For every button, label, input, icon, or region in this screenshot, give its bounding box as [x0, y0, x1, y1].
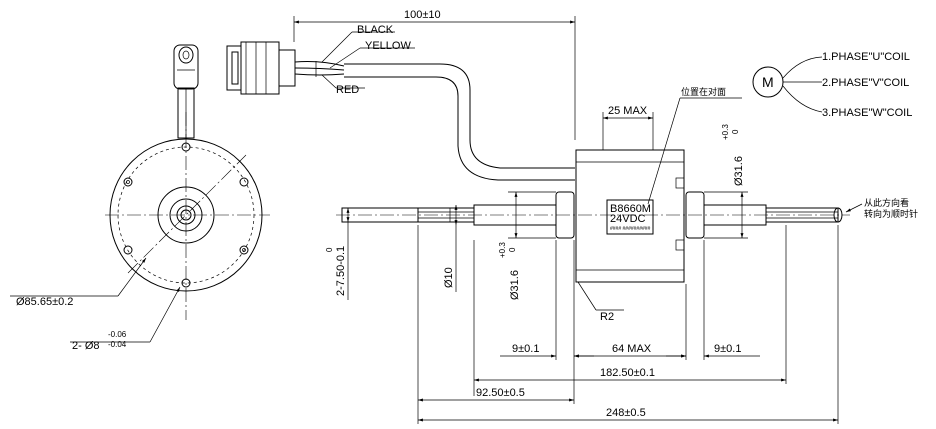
dim-boss-dia-left: Ø31.6 +0.3 0 — [498, 191, 556, 300]
shaft-center — [180, 209, 192, 221]
nameplate-model: B8660M — [610, 203, 651, 215]
dim-25max: 25 MAX — [602, 105, 654, 150]
connector-body — [240, 41, 280, 95]
wire-label-black: BLACK — [357, 24, 394, 36]
dim-boss-len-left: 9±0.1 — [512, 343, 539, 355]
dim-offset-label: 2-7.50-0.1 — [335, 246, 347, 296]
nameplate-voltage: 24VDC — [610, 213, 646, 225]
dim-boss-tol-bot-left: 0 — [508, 247, 517, 252]
horizontal-dimensions: 9±0.1 64 MAX 9±0.1 182.50±0.1 92.50±0.5 … — [417, 225, 839, 424]
dim-shaft-offset: 0 2-7.50-0.1 — [325, 208, 350, 300]
dim-25max-label: 25 MAX — [608, 105, 648, 117]
hole-tolerance-upper: -0.06 — [108, 330, 127, 339]
lead-length-label: 100±10 — [404, 9, 441, 21]
shaft-end — [176, 205, 196, 225]
coil-w-label: 3.PHASE"W"COIL — [822, 107, 912, 119]
hole-tolerance-lower: -0.04 — [108, 340, 127, 349]
mounting-hole — [239, 177, 249, 187]
flange-diameter-label: Ø85.65±0.2 — [16, 296, 73, 308]
nameplate-small: #### ########## — [610, 226, 651, 232]
mounting-hole — [181, 142, 191, 152]
mounting-hole — [123, 177, 133, 187]
end-view: Ø85.65±0.2 2- Ø8 -0.06 -0.04 — [10, 44, 270, 352]
dim-body-len: 64 MAX — [612, 343, 652, 355]
mounting-hole — [239, 245, 249, 255]
mounting-hole — [123, 245, 133, 255]
cable-exit — [173, 44, 199, 139]
dim-offset-tol-top: 0 — [325, 247, 334, 252]
wire-red — [294, 73, 345, 76]
hole-diameter-label: 2- Ø8 — [72, 340, 100, 352]
wiring-schematic: M 1.PHASE"U"COIL 2.PHASE"V"COIL 3.PHASE"… — [752, 51, 912, 119]
dim-mount-span: 182.50±0.1 — [600, 367, 655, 379]
bolt-circle — [117, 146, 255, 284]
shaft-right — [765, 207, 839, 223]
position-note: 位置在对面 — [681, 86, 726, 98]
dim-boss-tol-top-right: +0.3 — [721, 124, 730, 140]
dim-boss-dia-right: Ø31.6 +0.3 0 — [704, 124, 748, 239]
dim-boss-dia-right-label: Ø31.6 — [733, 156, 745, 186]
cable-sheath-bottom — [344, 76, 575, 181]
dim-boss-tol-bot-right: 0 — [731, 129, 740, 134]
radius-label: R2 — [600, 311, 614, 323]
coil-u-label: 1.PHASE"U"COIL — [822, 51, 910, 63]
grommet-hole — [178, 46, 194, 64]
coil-v-label: 2.PHASE"V"COIL — [822, 77, 909, 89]
flange-outline — [109, 138, 263, 292]
dim-total-len: 248±0.5 — [606, 407, 646, 419]
lead-length-dimension: 100±10 — [293, 9, 576, 140]
mounting-holes — [123, 142, 249, 288]
rotation-note: 从此方向看 转向为顺时针 — [845, 197, 918, 220]
dim-half-len: 92.50±0.5 — [476, 387, 525, 399]
boss-left — [555, 191, 575, 239]
dim-shaft-dia-label: Ø10 — [443, 267, 455, 288]
cable-grommet — [173, 44, 199, 90]
dim-boss-dia-left-label: Ø31.6 — [509, 270, 521, 300]
wire-label-yellow: YELLOW — [365, 40, 411, 52]
dim-boss-len-right: 9±0.1 — [714, 343, 741, 355]
hub-inner — [169, 198, 203, 232]
connector-latch — [226, 45, 242, 91]
nameplate — [606, 199, 654, 235]
wire-black — [294, 61, 345, 67]
dim-shaft-dia: Ø10 — [443, 205, 458, 292]
hub-outer — [157, 186, 215, 244]
rotation-note-line1: 从此方向看 — [864, 197, 909, 209]
side-view: B8660M 24VDC #### ########## R2 位置在对面 — [336, 86, 850, 323]
rotation-note-line2: 转向为顺时针 — [864, 208, 918, 220]
cable-sheath-top — [344, 63, 575, 169]
motor-symbol-label: M — [762, 74, 774, 90]
connector-assembly: BLACK YELLOW RED — [226, 24, 575, 181]
mounting-hole — [181, 278, 191, 288]
wire-yellow — [294, 67, 345, 71]
end-view-diagonal-centerline — [127, 154, 247, 274]
motor-body — [575, 149, 685, 283]
dim-boss-tol-top-left: +0.3 — [498, 242, 507, 258]
shaft-far-left — [341, 207, 419, 223]
wire-label-red: RED — [336, 84, 359, 96]
connector-shell — [278, 49, 296, 87]
